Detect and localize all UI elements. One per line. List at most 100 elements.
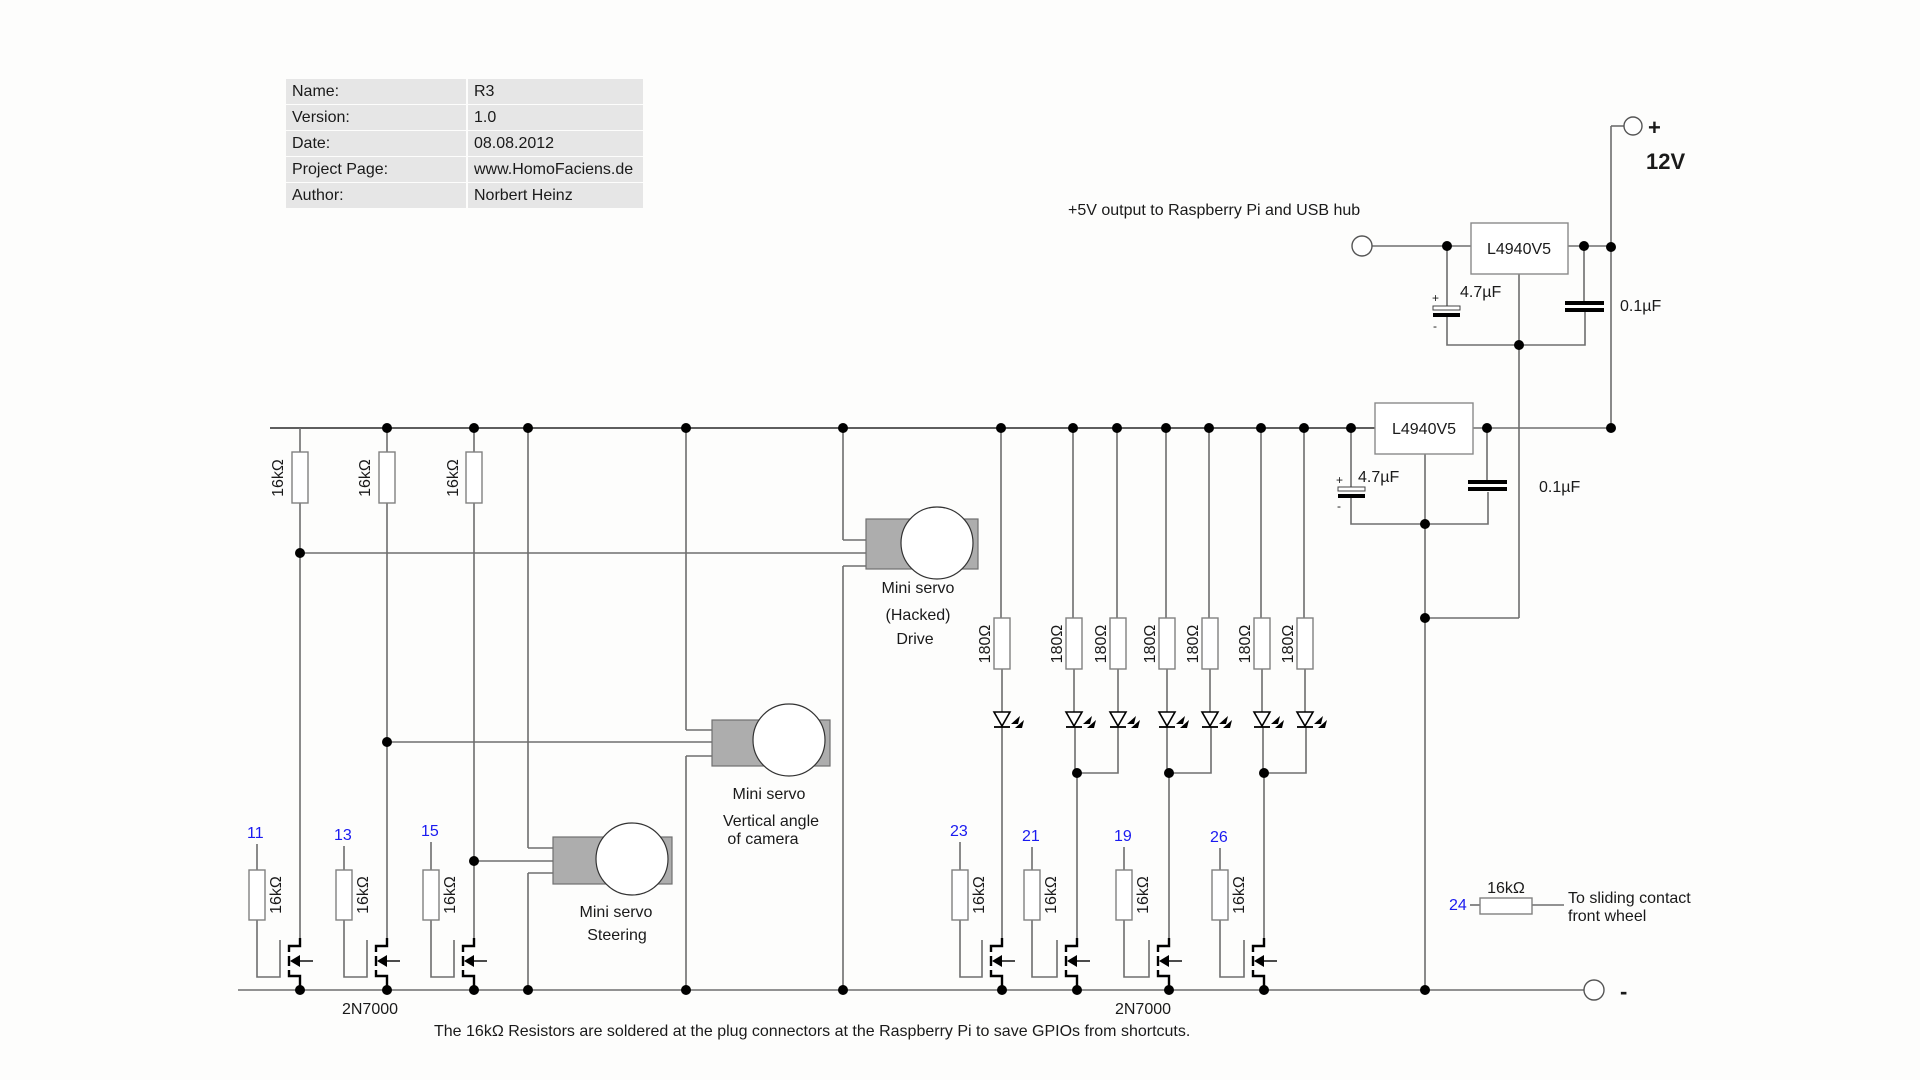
title-row-date: Date: 08.08.2012 — [286, 131, 643, 156]
led-resistor-label: 180Ω — [1142, 625, 1159, 664]
wire — [430, 920, 455, 978]
led-light-arrow — [1011, 716, 1020, 724]
junction-dot — [1514, 340, 1524, 350]
led-light-arrow — [1271, 716, 1280, 724]
mosfet-arrow — [377, 955, 387, 967]
gate-resistor — [1115, 869, 1133, 921]
mosfet-drain — [461, 938, 476, 952]
gpio-label: 11 — [247, 825, 264, 842]
pullup-resistor — [291, 451, 309, 504]
title-row-version: Version: 1.0 — [286, 105, 643, 130]
gpio-label: 21 — [1022, 828, 1040, 845]
wire — [959, 920, 983, 978]
wire — [1074, 727, 1119, 774]
regulator-2-cap-ceramic-label: 0.1µF — [1539, 479, 1580, 496]
junction-dot — [1606, 423, 1616, 433]
led-light-arrow — [1180, 720, 1189, 728]
mosfet-arrow — [1067, 955, 1077, 967]
capacitor-electrolytic-plate — [1433, 313, 1460, 317]
junction-dot — [838, 423, 848, 433]
sensor-text-line2: front wheel — [1568, 908, 1646, 925]
wire — [1262, 727, 1307, 774]
servo-camera-line2: Vertical angle — [723, 813, 819, 830]
transistor-type-left: 2N7000 — [342, 1001, 398, 1018]
labels: + 12V - +5V output to Raspberry Pi and U… — [270, 115, 1691, 1040]
led-light-arrow — [1087, 720, 1096, 728]
junction-dot — [469, 985, 479, 995]
title-key: Name: — [286, 79, 468, 104]
led-light-arrow — [1318, 720, 1327, 728]
junction-dot — [1482, 423, 1492, 433]
pullup-resistor — [378, 451, 396, 504]
junction-dot — [295, 548, 305, 558]
led-light-arrow — [1314, 716, 1323, 724]
led-light-arrow — [1176, 716, 1185, 724]
led-icon — [1064, 711, 1084, 728]
junction-dot — [1420, 613, 1430, 623]
mosfet-source — [374, 970, 389, 990]
junction-dot — [681, 985, 691, 995]
mosfet-drain — [374, 938, 389, 952]
wire — [343, 920, 368, 978]
title-row-project-page: Project Page: www.HomoFaciens.de — [286, 157, 643, 182]
led-light-arrow — [1223, 720, 1232, 728]
led-icon — [1200, 711, 1220, 728]
regulator-1-cap-electrolytic-label: 4.7µF — [1460, 284, 1501, 301]
mosfet-arrow — [464, 955, 474, 967]
junction-dot — [838, 985, 848, 995]
junction-dot — [1112, 423, 1122, 433]
capacitor-ceramic-plate — [1565, 308, 1604, 312]
wire — [1219, 920, 1245, 978]
capacitor-electrolytic-plate — [1338, 494, 1365, 498]
mosfet-drain — [1064, 938, 1079, 952]
junction-dot — [1068, 423, 1078, 433]
led-light-arrow — [1083, 716, 1092, 724]
junction-dot — [523, 985, 533, 995]
led-resistor-label: 180Ω — [1093, 625, 1110, 664]
pullup-resistor — [465, 451, 483, 504]
led-icon — [992, 711, 1012, 728]
junction-dot — [1299, 423, 1309, 433]
junction-dot — [1164, 768, 1174, 778]
regulator-2-cap-plus: + — [1336, 473, 1343, 487]
supply-terminal — [1623, 116, 1643, 136]
gpio-label: 23 — [950, 823, 968, 840]
supply-plus-label: + — [1648, 115, 1661, 140]
junctions — [295, 241, 1616, 995]
title-value: R3 — [468, 79, 643, 104]
title-key: Version: — [286, 105, 468, 130]
output-5v-terminal — [1351, 235, 1373, 257]
regulator-2-box — [1374, 402, 1474, 455]
led-light-arrow — [1131, 720, 1140, 728]
transistor-type-right: 2N7000 — [1115, 1001, 1171, 1018]
junction-dot — [1346, 423, 1356, 433]
junction-dot — [469, 423, 479, 433]
components — [248, 116, 1643, 1001]
regulator-2-cap-minus: - — [1337, 499, 1341, 513]
led-icon — [1108, 711, 1128, 728]
led-resistor-label: 180Ω — [1237, 625, 1254, 664]
gate-resistor — [335, 869, 353, 921]
led-resistor — [1065, 617, 1083, 670]
led-resistor — [1109, 617, 1127, 670]
servo-drive-line3: Drive — [896, 631, 933, 648]
gate-resistor-label: 16kΩ — [971, 876, 988, 914]
gate-resistor — [1211, 869, 1229, 921]
led-resistor-label: 180Ω — [1185, 625, 1202, 664]
led-light-arrow — [1127, 716, 1136, 724]
mosfet-source — [1251, 970, 1266, 990]
output-5v-label: +5V output to Raspberry Pi and USB hub — [1068, 202, 1360, 219]
wire — [256, 920, 281, 978]
regulator-1-cap-ceramic-label: 0.1µF — [1620, 298, 1661, 315]
junction-dot — [1256, 423, 1266, 433]
mosfet-arrow — [290, 955, 300, 967]
led-light-arrow — [1015, 720, 1024, 728]
capacitor-ceramic-plate — [1468, 480, 1507, 484]
junction-dot — [523, 423, 533, 433]
servo-drive-horn — [900, 506, 974, 580]
ground-minus-label: - — [1620, 979, 1627, 1004]
pullup-resistor-label: 16kΩ — [270, 459, 287, 497]
regulator-1-cap-plus: + — [1432, 291, 1439, 305]
title-key: Date: — [286, 131, 468, 156]
junction-dot — [1259, 768, 1269, 778]
